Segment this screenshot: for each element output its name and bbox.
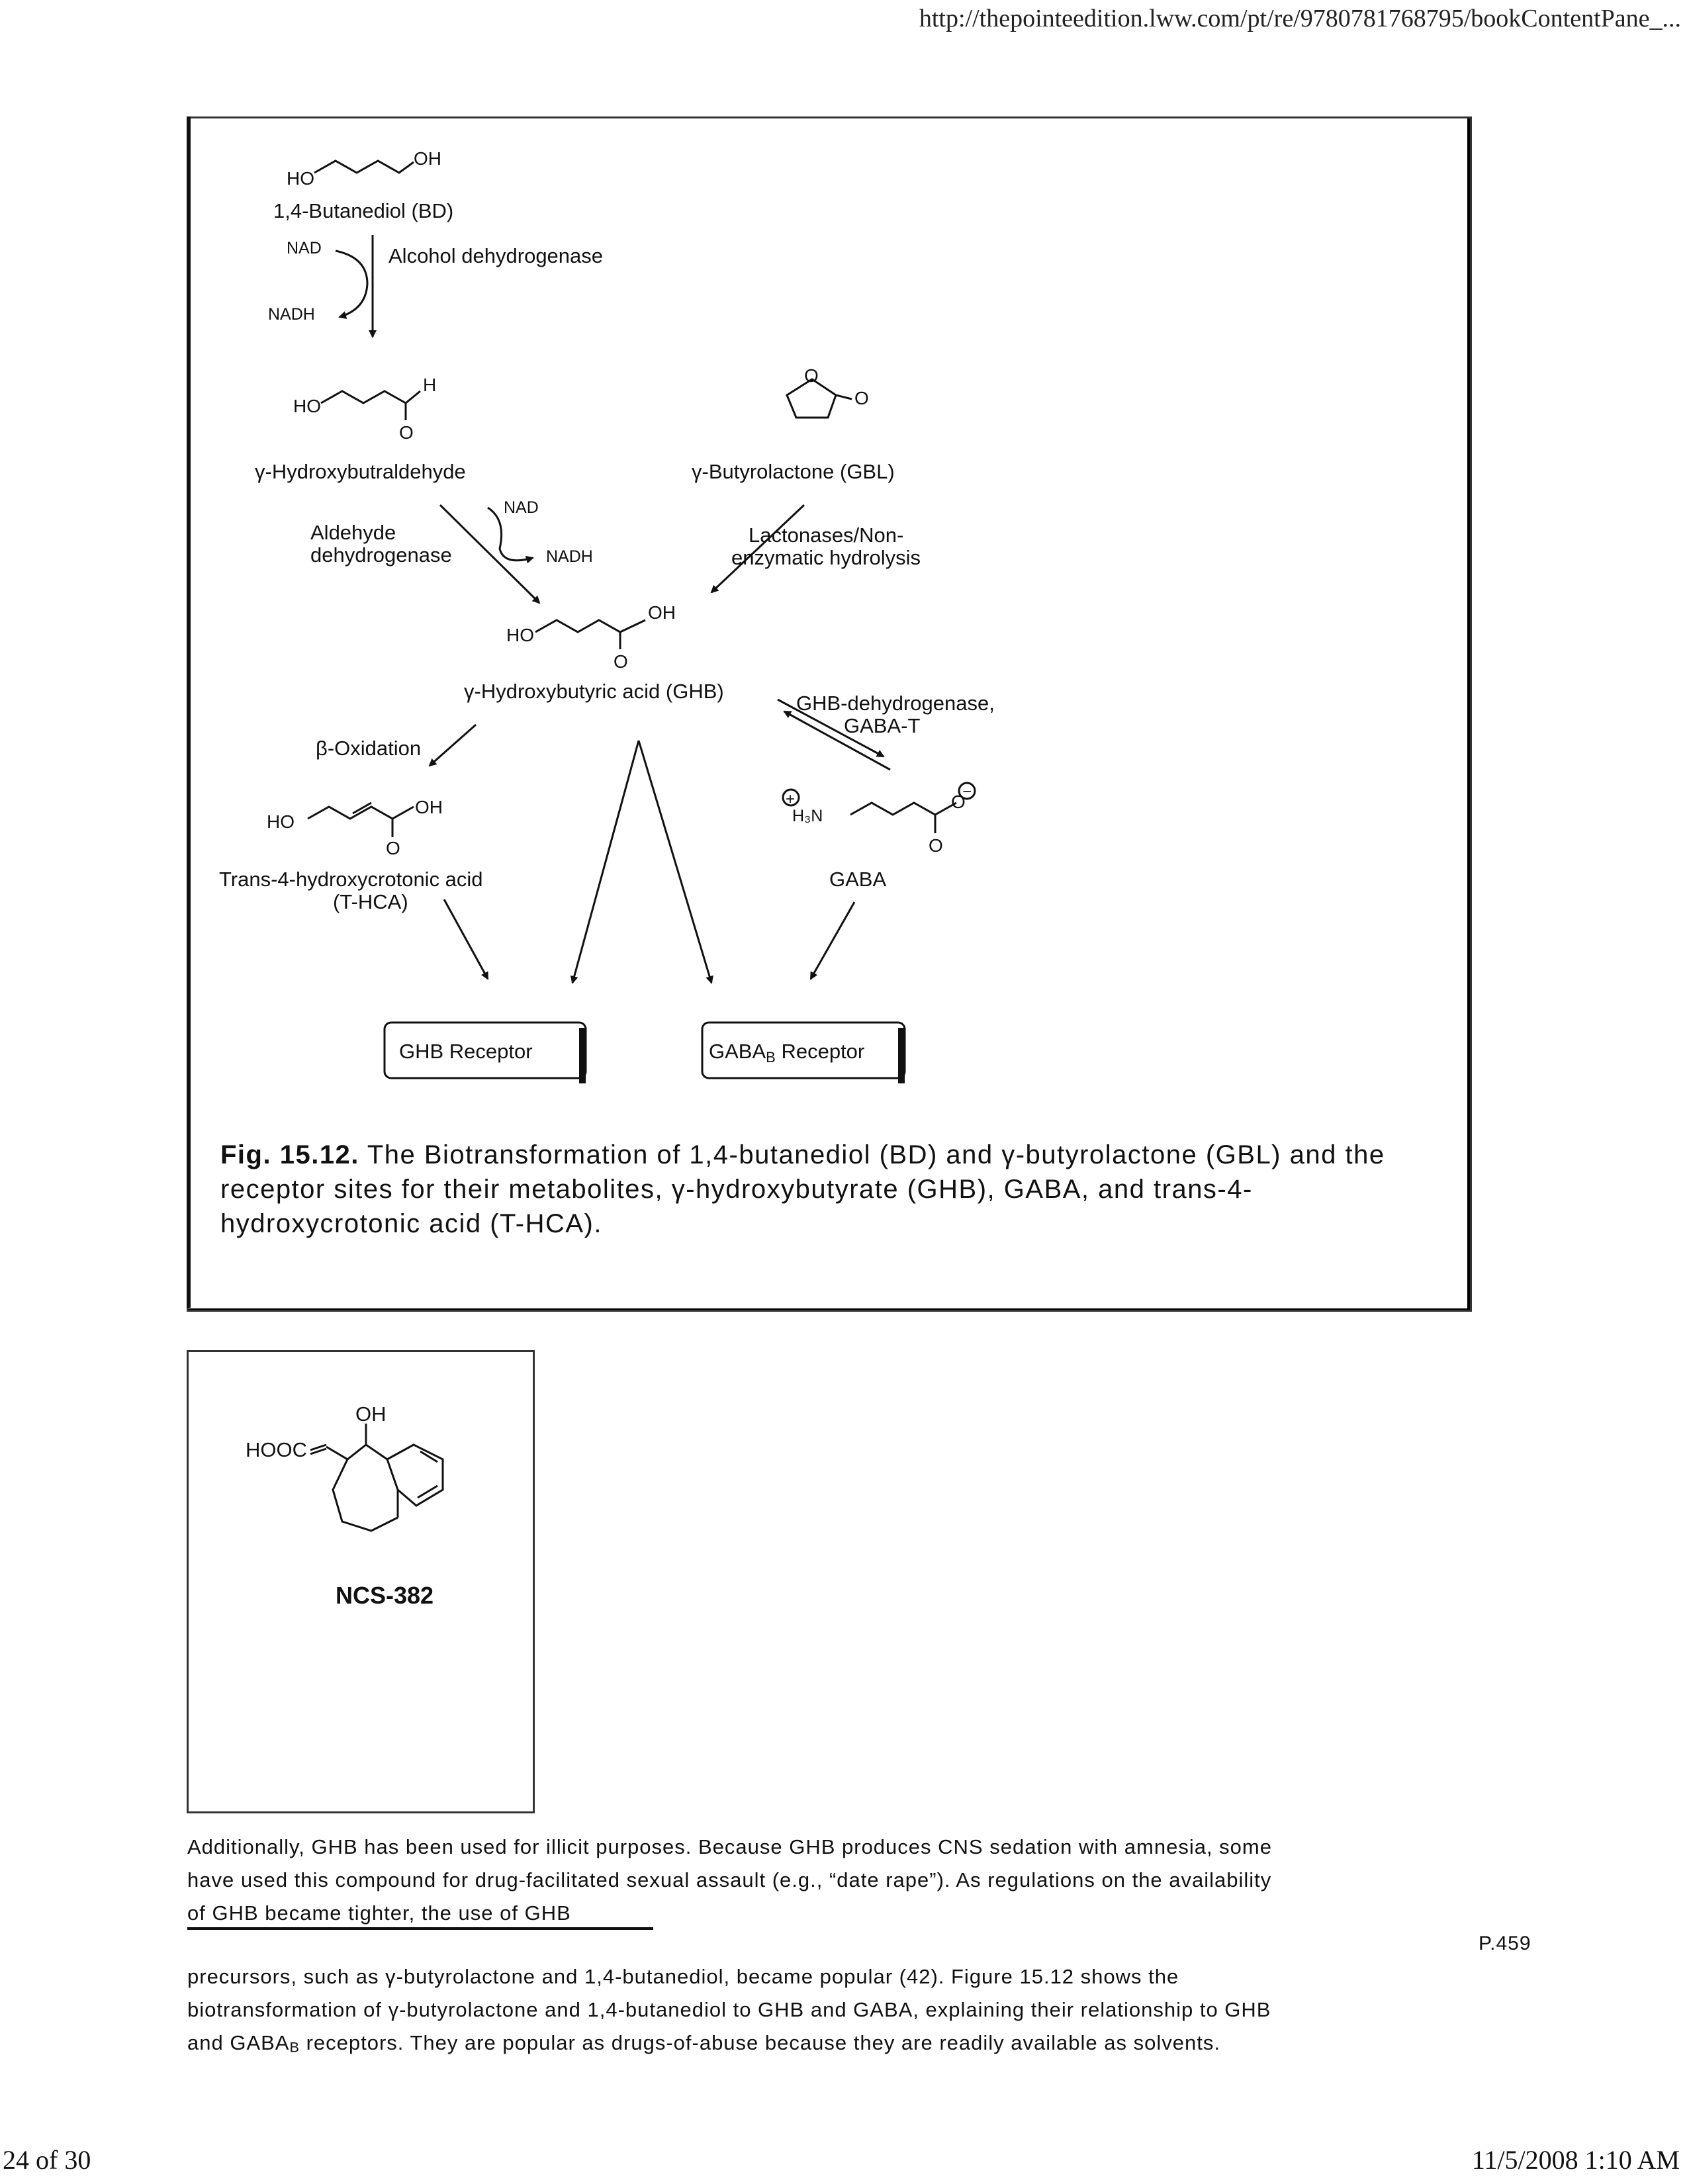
ncs-ring-top [326, 1443, 388, 1461]
paragraph-2: precursors, such as γ-butyrolactone and … [187, 1960, 1484, 2064]
ghb-structure [535, 619, 646, 633]
thca-name-2: (T-HCA) [333, 890, 408, 913]
gaba-minus-charge [958, 782, 976, 800]
paragraph-1-line-3: of GHB became tighter, the use of GHB [187, 1901, 571, 1925]
paragraph-2-line-1: precursors, such as γ-butyrolactone and … [187, 1965, 1179, 1988]
beta-oxidation-label: β-Oxidation [316, 737, 421, 760]
ghb-to-gaba-arrow [777, 698, 885, 758]
paragraph-2-line-3: and GABAB receptors. They are popular as… [187, 2031, 1220, 2056]
nad-label-1: NAD [287, 239, 322, 257]
aldehyde-dh-label-2: dehydrogenase [310, 543, 452, 567]
page-url: http://thepointeedition.lww.com/pt/re/97… [919, 5, 1681, 32]
paragraph-1: Additionally, GHB has been used for illi… [187, 1831, 1484, 1930]
ncs-benzene-ring [386, 1443, 444, 1507]
aldehyde-dh-label-1: Aldehyde [310, 521, 396, 544]
ghb-ho-label: HO [506, 625, 534, 645]
ghb-oh-label: OH [648, 602, 676, 623]
gabab-receptor-shadow [898, 1028, 905, 1083]
bd-structure [314, 159, 414, 174]
gaba-to-ghb-arrow [783, 710, 891, 771]
nad-label-2: NAD [504, 498, 539, 517]
page-count: 24 of 30 [3, 2145, 91, 2175]
gaba-o-label: O [929, 835, 943, 856]
aldehyde-h-label: H [423, 375, 436, 395]
gabab-receptor-label: GABAB Receptor [709, 1040, 864, 1066]
gaba-minus-label: − [962, 783, 972, 801]
gbl-o-ring-label: O [804, 365, 819, 386]
gbl-o-carbonyl-label: O [854, 388, 869, 408]
gaba-to-gabab-receptor-arrow [809, 901, 856, 980]
aldehyde-structure [320, 390, 421, 404]
gaba-plus-charge [782, 788, 800, 807]
thca-oh-label: OH [415, 797, 443, 817]
paragraph-2-line-2: biotransformation of γ-butyrolactone and… [187, 1998, 1271, 2021]
gaba-o-minus-label: O [951, 792, 966, 812]
aldehyde-o-label: O [399, 422, 414, 443]
figure-caption: Fig. 15.12. The Biotransformation of 1,4… [220, 1138, 1412, 1241]
page-marker: P.459 [1479, 1933, 1531, 1954]
ncs-382-structure: HOOC OH NCS-382 [246, 1402, 444, 1609]
bd-oh-label: OH [414, 148, 441, 169]
ncs-name: NCS-382 [336, 1582, 434, 1609]
ncs-382-figure: HOOC OH NCS-382 [187, 1350, 535, 1813]
gaba-h3n-label: H₃N [792, 807, 823, 825]
nad-cycle-1 [335, 250, 369, 319]
ghb-to-gabab-receptor-arrow [637, 740, 713, 984]
gaba-plus-label: + [786, 790, 795, 808]
thca-ho-label: HO [267, 811, 295, 832]
ghb-receptor-shadow [579, 1028, 586, 1083]
figure-caption-label: Fig. 15.12. [220, 1140, 359, 1169]
ghb-to-ghb-receptor-arrow [570, 740, 640, 984]
nad-cycle-2 [487, 506, 534, 564]
ghb-receptor-label: GHB Receptor [399, 1040, 533, 1063]
ghb-dh-label-2: GABA-T [844, 714, 920, 737]
figure-15-12: HO OH 1,4-Butanediol (BD) NAD NADH Alcoh… [187, 116, 1472, 1312]
lactonase-label-1: Lactonases/Non- [749, 523, 903, 547]
aldehyde-name: γ-Hydroxybutraldehyde [255, 460, 466, 483]
aldehyde-ho-label: HO [293, 396, 321, 416]
thca-to-ghb-receptor-arrow [443, 899, 489, 980]
aldehyde-dh-arrow [439, 504, 541, 604]
bd-name: 1,4-Butanediol (BD) [273, 199, 453, 222]
figure-caption-text: The Biotransformation of 1,4-butanediol … [220, 1140, 1385, 1238]
ncs-oh-label: OH [355, 1402, 387, 1426]
nadh-label-2: NADH [546, 547, 593, 566]
lactonase-arrow [710, 504, 805, 594]
gaba-structure [850, 801, 957, 816]
beta-oxidation-arrow [428, 723, 477, 767]
nadh-label-1: NADH [268, 305, 315, 324]
lactonase-label-2: enzymatic hydrolysis [731, 546, 921, 569]
thca-name-1: Trans-4-hydroxycrotonic acid [219, 868, 483, 891]
ncs-hooc-label: HOOC [246, 1438, 307, 1461]
paragraph-1-line-1: Additionally, GHB has been used for illi… [187, 1835, 1272, 1858]
biotransformation-diagram: HO OH 1,4-Butanediol (BD) NAD NADH Alcoh… [219, 148, 995, 1083]
ncs-seven-ring [332, 1459, 398, 1532]
gbl-ring [786, 378, 837, 419]
text-underline-rule [187, 1927, 653, 1930]
thca-structure [307, 805, 414, 820]
gaba-name: GABA [829, 868, 886, 891]
paragraph-1-line-2: have used this compound for drug-facilit… [187, 1868, 1272, 1891]
print-datetime: 11/5/2008 1:10 AM [1471, 2145, 1680, 2175]
ghb-o-label: O [614, 651, 628, 672]
alcohol-dh-label: Alcohol dehydrogenase [388, 244, 603, 267]
thca-o-label: O [386, 838, 400, 858]
ghb-dh-label-1: GHB-dehydrogenase, [796, 692, 995, 715]
ghb-name: γ-Hydroxybutyric acid (GHB) [464, 680, 724, 703]
bd-ho-label: HO [287, 168, 314, 189]
gbl-name: γ-Butyrolactone (GBL) [692, 460, 895, 483]
